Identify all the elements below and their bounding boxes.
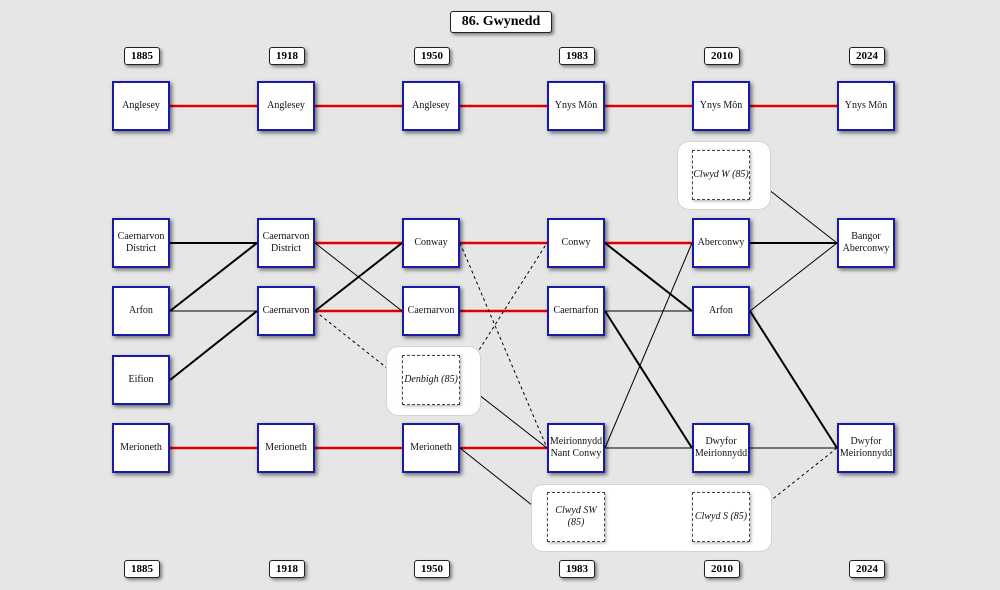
node-ym1983: Ynys Môn xyxy=(547,81,605,131)
node-bangor2024: Bangor Aberconwy xyxy=(837,218,895,268)
year-bottom-2024: 2024 xyxy=(849,560,885,578)
node-label: Denbigh (85) xyxy=(404,374,458,385)
node-arfon2010: Arfon xyxy=(692,286,750,336)
node-label: Caernarvon xyxy=(407,305,455,316)
node-label: Meirionnydd Nant Conwy xyxy=(549,436,603,459)
node-ym2010: Ynys Môn xyxy=(692,81,750,131)
edge-eifion1885-caern1918 xyxy=(169,310,258,381)
node-label: Ynys Môn xyxy=(844,100,888,111)
node-clwydw: Clwyd W (85) xyxy=(692,150,750,200)
node-cd1918: Caernarvon District xyxy=(257,218,315,268)
edge-arfon2010-bangor2024 xyxy=(749,242,838,312)
node-caern1918: Caernarvon xyxy=(257,286,315,336)
year-bottom-1950: 1950 xyxy=(414,560,450,578)
node-label: Arfon xyxy=(709,305,733,316)
edge-mnc1983-aberconwy2010 xyxy=(604,242,693,449)
node-mer1950: Merioneth xyxy=(402,423,460,473)
node-label: Merioneth xyxy=(120,442,162,453)
node-mnc1983: Meirionnydd Nant Conwy xyxy=(547,423,605,473)
node-label: Merioneth xyxy=(410,442,452,453)
node-aberconwy2010: Aberconwy xyxy=(692,218,750,268)
node-label: Arfon xyxy=(129,305,153,316)
year-bottom-1885: 1885 xyxy=(124,560,160,578)
node-label: Aberconwy xyxy=(697,237,745,248)
node-mer1918: Merioneth xyxy=(257,423,315,473)
node-conwy1983: Conwy xyxy=(547,218,605,268)
node-label: Eifion xyxy=(128,374,154,385)
year-top-1983: 1983 xyxy=(559,47,595,65)
node-clwydsw: Clwyd SW (85) xyxy=(547,492,605,542)
node-label: Clwyd SW (85) xyxy=(555,505,597,528)
node-label: Merioneth xyxy=(265,442,307,453)
node-label: Ynys Môn xyxy=(699,100,743,111)
node-ang1885: Anglesey xyxy=(112,81,170,131)
node-label: Caernarvon District xyxy=(262,231,310,254)
node-caernf1983: Caernarfon xyxy=(547,286,605,336)
node-label: Ynys Môn xyxy=(554,100,598,111)
edge-conwy1950-mnc1983 xyxy=(459,242,548,449)
node-dm2010: Dwyfor Meirionnydd xyxy=(692,423,750,473)
node-eifion1885: Eifion xyxy=(112,355,170,405)
node-cd1885: Caernarvon District xyxy=(112,218,170,268)
edge-conwy1983-arfon2010 xyxy=(604,242,693,312)
year-top-1885: 1885 xyxy=(124,47,160,65)
node-ang1918: Anglesey xyxy=(257,81,315,131)
node-label: Clwyd W (85) xyxy=(693,169,749,180)
page-title: 86. Gwynedd xyxy=(450,11,552,33)
node-label: Anglesey xyxy=(122,100,160,111)
node-label: Caernarfon xyxy=(553,305,599,316)
node-label: Dwyfor Meirionnydd xyxy=(694,436,748,459)
node-mer1885: Merioneth xyxy=(112,423,170,473)
node-ang1950: Anglesey xyxy=(402,81,460,131)
node-conwy1950: Conway xyxy=(402,218,460,268)
year-bottom-1918: 1918 xyxy=(269,560,305,578)
node-clwyds: Clwyd S (85) xyxy=(692,492,750,542)
edge-caernf1983-dm2010 xyxy=(604,310,693,449)
node-ym2024: Ynys Môn xyxy=(837,81,895,131)
node-dm2024: Dwyfor Meirionnydd xyxy=(837,423,895,473)
edge-arfon2010-dm2024 xyxy=(749,310,838,449)
year-top-1950: 1950 xyxy=(414,47,450,65)
year-bottom-2010: 2010 xyxy=(704,560,740,578)
node-label: Bangor Aberconwy xyxy=(842,231,890,254)
node-label: Conway xyxy=(414,237,448,248)
edge-arfon1885-cd1918 xyxy=(169,242,258,312)
node-label: Clwyd S (85) xyxy=(694,511,748,522)
year-top-2024: 2024 xyxy=(849,47,885,65)
node-label: Conwy xyxy=(561,237,591,248)
year-top-1918: 1918 xyxy=(269,47,305,65)
year-top-2010: 2010 xyxy=(704,47,740,65)
node-label: Dwyfor Meirionnydd xyxy=(839,436,893,459)
node-label: Caernarvon District xyxy=(117,231,165,254)
year-bottom-1983: 1983 xyxy=(559,560,595,578)
edge-cd1918-caern1950 xyxy=(314,242,403,312)
node-label: Anglesey xyxy=(267,100,305,111)
node-denbigh: Denbigh (85) xyxy=(402,355,460,405)
node-arfon1885: Arfon xyxy=(112,286,170,336)
node-label: Anglesey xyxy=(412,100,450,111)
node-label: Caernarvon xyxy=(262,305,310,316)
node-caern1950: Caernarvon xyxy=(402,286,460,336)
